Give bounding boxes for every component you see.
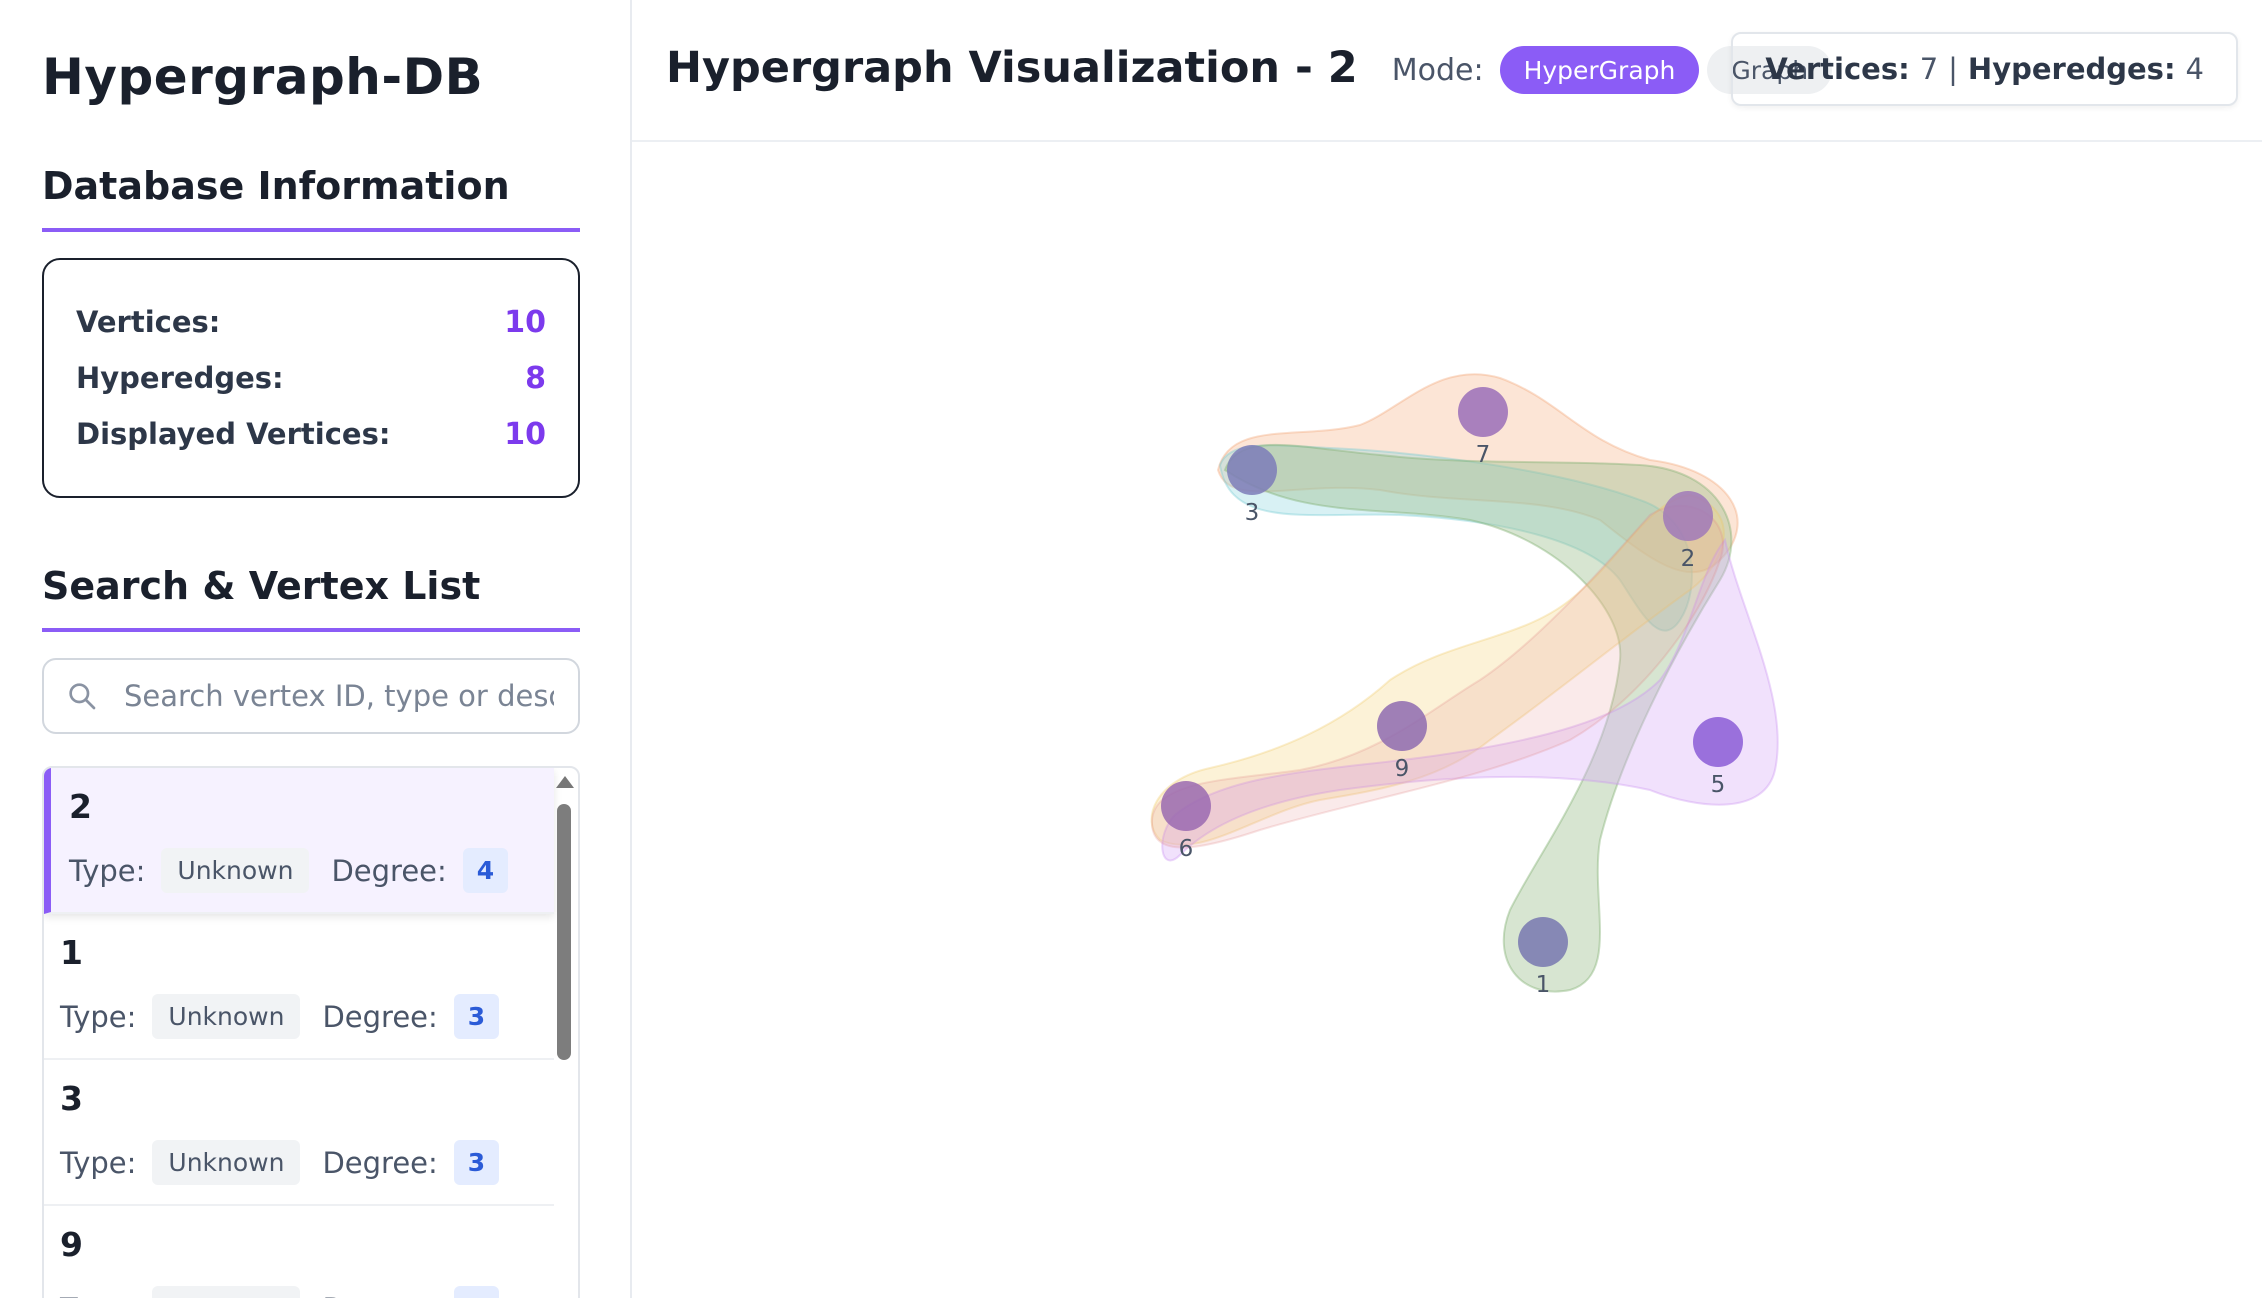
- degree-badge: 3: [453, 1140, 500, 1185]
- vertex-label: 1: [1536, 972, 1551, 998]
- type-label: Type:: [60, 1145, 137, 1180]
- degree-badge: 3: [453, 994, 500, 1039]
- degree-badge: 3: [453, 1286, 500, 1298]
- search-section: Search & Vertex List 2 Type: Unknown Deg…: [42, 564, 580, 1298]
- info-row-displayed-vertices: Displayed Vertices: 10: [76, 406, 546, 462]
- viz-header: Hypergraph Visualization - 2 Mode: Hyper…: [632, 0, 2262, 142]
- vertex-list: 2 Type: Unknown Degree: 4 1 Type: Unknow…: [42, 766, 580, 1298]
- vertex-circle[interactable]: [1693, 717, 1743, 767]
- degree-badge: 4: [462, 848, 509, 893]
- vertex-label: 9: [1395, 756, 1410, 782]
- vertex-node-6[interactable]: 6: [1161, 781, 1211, 862]
- vertex-node-5[interactable]: 5: [1693, 717, 1743, 798]
- hyperedge-hull[interactable]: [1150, 493, 1725, 846]
- vertex-label: 2: [1681, 546, 1696, 572]
- search-input[interactable]: [124, 679, 554, 713]
- vertex-label: 7: [1476, 442, 1491, 468]
- type-label: Type:: [60, 1292, 136, 1298]
- database-info-section: Database Information Vertices: 10 Hypere…: [42, 164, 580, 498]
- hyperedge-hull[interactable]: [1161, 537, 1779, 862]
- list-item[interactable]: 1 Type: Unknown Degree: 3: [44, 914, 554, 1060]
- mode-graph-button[interactable]: Graph: [1707, 46, 1833, 94]
- type-label: Type:: [60, 999, 137, 1034]
- search-box[interactable]: [42, 658, 580, 734]
- mode-hypergraph-button[interactable]: HyperGraph: [1499, 46, 1700, 94]
- info-value: 10: [504, 416, 546, 452]
- vertex-node-2[interactable]: 2: [1663, 491, 1713, 572]
- vertex-label: 3: [1245, 500, 1260, 526]
- list-item[interactable]: 3 Type: Unknown Degree: 3: [44, 1060, 554, 1206]
- stats-vertices-label: Vertices:: [1765, 52, 1910, 86]
- app-title: Hypergraph-DB: [42, 48, 484, 106]
- type-badge: Unknown: [152, 1286, 301, 1298]
- database-info-card: Vertices: 10 Hyperedges: 8 Displayed Ver…: [42, 258, 580, 498]
- vertex-list-scrollbar[interactable]: [554, 768, 574, 1298]
- vertex-meta: Type: Unknown Degree: 4: [69, 848, 538, 893]
- vertex-circle[interactable]: [1161, 781, 1211, 831]
- vertex-node-7[interactable]: 7: [1458, 387, 1508, 468]
- info-row-hyperedges: Hyperedges: 8: [76, 350, 546, 406]
- stats-edges-label: Hyperedges:: [1967, 52, 2176, 86]
- vertex-id: 1: [60, 933, 83, 972]
- degree-label: Degree:: [322, 1292, 437, 1298]
- type-badge: Unknown: [152, 1140, 301, 1185]
- hyperedge-hull[interactable]: [1218, 444, 1693, 632]
- vertex-meta: Type: Unknown Degree: 3: [60, 1286, 538, 1298]
- main-panel: Hypergraph Visualization - 2 Mode: Hyper…: [632, 0, 2262, 1298]
- vertex-circle[interactable]: [1377, 701, 1427, 751]
- vertex-node-9[interactable]: 9: [1377, 701, 1427, 782]
- vertex-node-1[interactable]: 1: [1518, 917, 1568, 998]
- vertex-circle[interactable]: [1663, 491, 1713, 541]
- type-badge: Unknown: [152, 994, 301, 1039]
- search-icon: [69, 683, 96, 710]
- vertex-label: 6: [1179, 836, 1194, 862]
- stats-edges-value: 4: [2185, 52, 2204, 86]
- vertex-circle[interactable]: [1518, 917, 1568, 967]
- info-value: 8: [525, 360, 546, 396]
- sidebar: Hypergraph-DB Database Information Verti…: [0, 0, 632, 1298]
- vertex-list-items: 2 Type: Unknown Degree: 4 1 Type: Unknow…: [44, 768, 554, 1298]
- vertex-meta: Type: Unknown Degree: 3: [60, 1140, 538, 1185]
- hypergraph-svg: 7 3 2 9 5 6 1: [1150, 373, 1779, 998]
- vertex-circle[interactable]: [1458, 387, 1508, 437]
- vertex-id: 9: [60, 1225, 83, 1264]
- info-value: 10: [504, 304, 546, 340]
- type-label: Type:: [69, 853, 146, 888]
- vertex-layer: 7 3 2 9 5 6 1: [1161, 387, 1743, 998]
- vertex-node-3[interactable]: 3: [1227, 445, 1277, 526]
- scroll-thumb[interactable]: [557, 804, 571, 1060]
- info-row-vertices: Vertices: 10: [76, 294, 546, 350]
- hyperedge-hull[interactable]: [1223, 443, 1733, 993]
- hyperedge-hull[interactable]: [1216, 373, 1739, 574]
- stats-vertices-value: 7: [1919, 52, 1939, 86]
- scroll-up-arrow-icon[interactable]: [556, 776, 574, 788]
- list-item[interactable]: 2 Type: Unknown Degree: 4: [44, 768, 554, 914]
- info-label: Hyperedges:: [76, 361, 284, 395]
- degree-label: Degree:: [322, 999, 438, 1034]
- mode-label: Mode:: [1391, 52, 1484, 88]
- viz-title: Hypergraph Visualization - 2: [666, 43, 1358, 93]
- list-item[interactable]: 9 Type: Unknown Degree: 3: [44, 1206, 554, 1298]
- vertex-id: 3: [60, 1079, 83, 1118]
- stats-box: Vertices: 7 | Hyperedges: 4: [1731, 32, 2238, 106]
- stats-separator: |: [1948, 52, 1958, 86]
- info-label: Displayed Vertices:: [76, 417, 391, 451]
- database-info-title: Database Information: [42, 164, 580, 232]
- degree-label: Degree:: [331, 853, 447, 888]
- vertex-label: 5: [1711, 772, 1726, 798]
- degree-label: Degree:: [322, 1145, 438, 1180]
- search-section-title: Search & Vertex List: [42, 564, 580, 632]
- vertex-meta: Type: Unknown Degree: 3: [60, 994, 538, 1039]
- vertex-circle[interactable]: [1227, 445, 1277, 495]
- vertex-id: 2: [69, 787, 92, 826]
- type-badge: Unknown: [161, 848, 310, 893]
- info-label: Vertices:: [76, 305, 221, 339]
- graph-canvas[interactable]: 7 3 2 9 5 6 1: [632, 142, 2262, 1298]
